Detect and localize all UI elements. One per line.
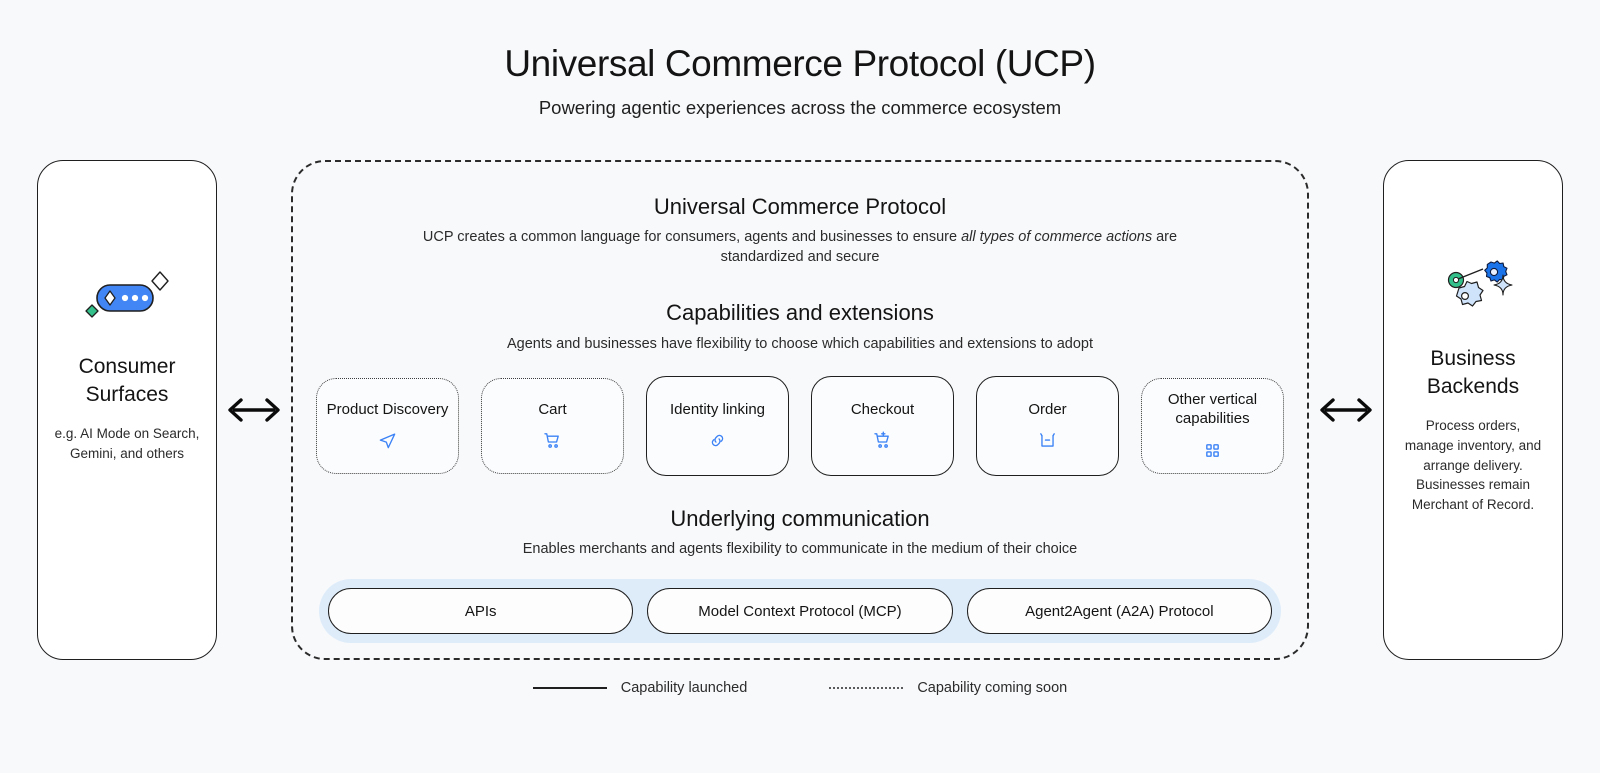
ucp-subtitle-part1: UCP creates a common language for consum… [422, 229, 962, 246]
consumer-surfaces-title: Consumer Surfaces [78, 355, 176, 406]
ucp-subtitle-emphasis: all types of commerce actions [961, 229, 1153, 246]
communication-pill-apis[interactable]: APIs [328, 588, 634, 635]
ucp-subtitle: UCP creates a common language for consum… [293, 227, 1307, 267]
legend-solid-line-icon [532, 687, 607, 689]
package-box-icon [1038, 431, 1057, 451]
left-double-arrow-icon [217, 160, 291, 660]
capabilities-title: Capabilities and extensions [666, 300, 934, 326]
business-backends-title: Business Backends [1426, 347, 1520, 398]
capability-card-product-discovery[interactable]: Product Discovery [316, 377, 459, 474]
capability-card-cart[interactable]: Cart [481, 377, 624, 474]
ucp-subtitle-part2: are standardized and secure [720, 229, 1178, 266]
link-icon [708, 431, 727, 451]
consumer-surfaces-description: e.g. AI Mode on Search, Gemini, and othe… [54, 426, 200, 461]
ai-sparkle-pill-icon [81, 265, 173, 329]
gears-backend-icon [1425, 257, 1521, 321]
communication-subtitle: Enables merchants and agents flexibility… [522, 541, 1078, 558]
consumer-surfaces-panel: Consumer Surfaces e.g. AI Mode on Search… [37, 160, 217, 660]
legend: Capability launched Capability coming so… [0, 680, 1600, 696]
business-backends-description: Process orders, manage inventory, and ar… [1404, 418, 1542, 512]
communication-section: Underlying communication Enables merchan… [293, 476, 1307, 644]
capability-label: Cart [538, 400, 567, 418]
capability-card-list: Product Discovery Cart [293, 375, 1307, 476]
capability-label: Order [1028, 400, 1067, 418]
legend-dotted-line-icon [829, 687, 904, 689]
capability-card-other-vertical[interactable]: Other vertical capabilities [1141, 377, 1284, 474]
legend-label: Capability launched [620, 680, 748, 696]
diagram-stage: Consumer Surfaces e.g. AI Mode on Search… [0, 160, 1600, 665]
page-header: Universal Commerce Protocol (UCP) Poweri… [0, 0, 1600, 120]
ucp-title: Universal Commerce Protocol [653, 194, 947, 219]
legend-item-coming-soon: Capability coming soon [829, 680, 1067, 696]
capability-label: Other vertical capabilities [1167, 391, 1258, 427]
capabilities-subtitle: Agents and businesses have flexibility t… [506, 335, 1093, 352]
capability-card-identity-linking[interactable]: Identity linking [646, 375, 789, 476]
page-subtitle: Powering agentic experiences across the … [538, 97, 1062, 119]
communication-pill-bar: APIs Model Context Protocol (MCP) Agent2… [319, 579, 1281, 644]
universal-commerce-protocol-container: Universal Commerce Protocol UCP creates … [291, 160, 1309, 660]
capability-label: Identity linking [669, 400, 766, 418]
capability-card-order[interactable]: Order [976, 375, 1119, 476]
business-backends-panel: Business Backends Process orders, manage… [1383, 160, 1563, 660]
capability-label: Product Discovery [326, 400, 449, 418]
right-double-arrow-icon [1309, 160, 1383, 660]
communication-pill-a2a[interactable]: Agent2Agent (A2A) Protocol [966, 588, 1272, 635]
legend-item-launched: Capability launched [532, 680, 748, 696]
communication-title: Underlying communication [670, 505, 930, 531]
capability-card-checkout[interactable]: Checkout [811, 375, 954, 476]
legend-label: Capability coming soon [917, 680, 1068, 696]
ucp-section: Universal Commerce Protocol UCP creates … [293, 162, 1307, 267]
grid-dots-icon [1204, 440, 1221, 460]
capabilities-section: Capabilities and extensions Agents and b… [293, 267, 1307, 476]
send-arrow-icon [378, 431, 397, 451]
communication-pill-mcp[interactable]: Model Context Protocol (MCP) [647, 588, 953, 635]
shopping-cart-icon [543, 431, 562, 451]
capability-label: Checkout [850, 400, 915, 418]
cart-checkout-icon [873, 431, 892, 451]
page-title: Universal Commerce Protocol (UCP) [504, 43, 1096, 84]
